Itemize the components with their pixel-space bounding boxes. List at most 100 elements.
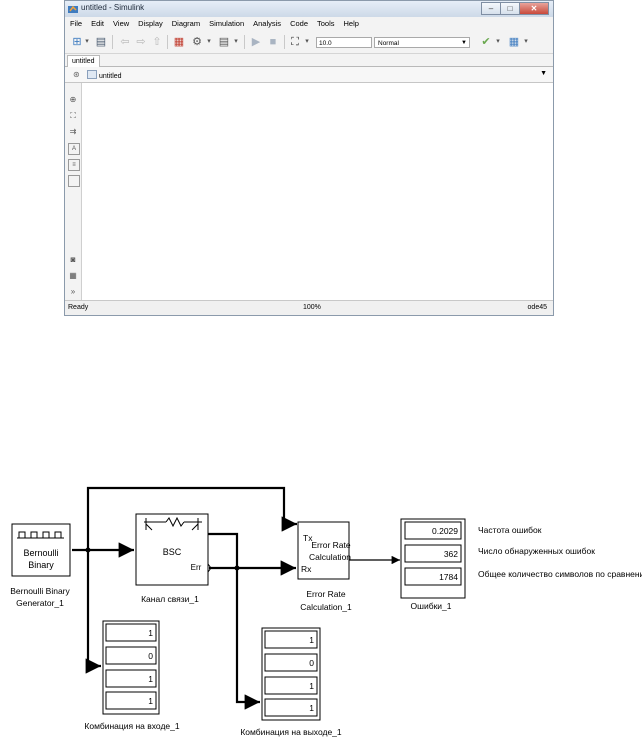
stop-icon[interactable]: ■ (269, 36, 277, 48)
update-dropdown-icon[interactable]: ▾ (496, 38, 500, 45)
port-tx: Tx (303, 533, 313, 543)
menu-edit[interactable]: Edit (91, 19, 105, 28)
menu-code[interactable]: Code (290, 19, 308, 28)
display-value: 362 (444, 549, 458, 559)
branch-point-gen (85, 547, 91, 553)
simulation-mode-value: Normal (378, 40, 399, 47)
build-dropdown-icon[interactable]: ▾ (524, 38, 528, 45)
simulink-logo-icon (68, 5, 78, 13)
update-diagram-icon[interactable]: ✔ (481, 36, 491, 48)
bsc-err-port: Err (191, 563, 202, 572)
scope-icon[interactable]: ⛶ (291, 36, 299, 48)
menu-view[interactable]: View (113, 19, 130, 28)
menu-diagram[interactable]: Diagram (171, 19, 201, 28)
display-value: 1 (148, 628, 153, 638)
image-icon[interactable]: ≡ (68, 159, 80, 171)
output-display-block[interactable]: 1 0 1 1 (261, 627, 321, 721)
menu-tools[interactable]: Tools (317, 19, 335, 28)
model-explorer-icon[interactable]: ▤ (218, 36, 230, 48)
solver-name: ode45 (527, 304, 547, 311)
error-rate-caption-2: Calculation_1 (300, 602, 352, 612)
address-bar: ⊛ untitled ▼ (65, 67, 553, 83)
hide-browser-icon[interactable]: ⊛ (73, 70, 80, 79)
bsc-caption: Канал связи_1 (141, 594, 199, 604)
output-display-caption: Комбинация на выходе_1 (240, 727, 342, 737)
simulink-window: untitled - Simulink – □ ✕ File Edit View… (64, 0, 554, 316)
area-icon[interactable] (68, 175, 80, 187)
menu-bar: File Edit View Display Diagram Simulatio… (65, 18, 553, 30)
build-icon[interactable]: ▦ (508, 36, 520, 48)
display-value: 1 (309, 703, 314, 713)
resistor-icon (144, 516, 202, 531)
expand-icon[interactable]: » (70, 287, 76, 296)
stop-time-input[interactable]: 10.0 (316, 37, 372, 48)
menu-help[interactable]: Help (343, 19, 359, 28)
display-value: 0.2029 (432, 526, 458, 536)
error-rate-label-2: Calculation (309, 552, 351, 562)
title-bar: untitled - Simulink – □ ✕ (65, 1, 553, 17)
scope-dropdown-icon[interactable]: ▾ (305, 38, 309, 45)
explorer-dropdown-icon[interactable]: ▾ (234, 38, 238, 45)
bernoulli-caption-2: Generator_1 (16, 598, 64, 608)
menu-analysis[interactable]: Analysis (253, 19, 282, 28)
menu-simulation[interactable]: Simulation (209, 19, 245, 28)
branch-point-bsc (234, 565, 240, 571)
simulation-mode-select[interactable]: Normal ▼ (374, 37, 470, 48)
annotation-error-rate: Частота ошибок (478, 525, 542, 535)
breadcrumb[interactable]: untitled (87, 70, 122, 80)
arrow-icon[interactable]: ⇉ (69, 127, 77, 136)
bernoulli-generator-block[interactable]: Bernoulli Binary (11, 523, 71, 577)
diagram-svg: Bernoulli Binary Bernoulli Binary Genera… (10, 486, 466, 737)
tab-untitled[interactable]: untitled (67, 55, 100, 67)
zoom-level: 100% (303, 304, 321, 311)
window-title: untitled - Simulink (81, 3, 145, 12)
save-icon[interactable]: ▤ (95, 36, 107, 48)
chevron-down-icon: ▼ (461, 40, 467, 46)
menu-display[interactable]: Display (138, 19, 163, 28)
error-rate-caption-1: Error Rate (306, 589, 345, 599)
display-value: 0 (309, 658, 314, 668)
fit-view-icon[interactable]: ⛶ (70, 111, 76, 120)
property-icon[interactable]: ▦ (69, 271, 77, 280)
signal-gen-to-tx (86, 486, 297, 550)
display-value: 0 (148, 651, 153, 661)
address-dropdown-icon[interactable]: ▼ (540, 70, 547, 77)
model-canvas[interactable] (82, 83, 553, 300)
maximize-button[interactable]: □ (500, 2, 520, 15)
input-display-block[interactable]: 1 0 1 1 (102, 620, 160, 715)
run-icon[interactable]: ▶ (251, 36, 261, 48)
new-model-icon[interactable]: ⊞ (72, 36, 82, 48)
model-settings-icon[interactable]: ⚙ (192, 36, 202, 48)
annotation-symbol-count: Общее количество символов по сравнению (478, 569, 642, 579)
up-icon[interactable]: ⇧ (152, 36, 162, 48)
display-value: 1 (148, 674, 153, 684)
minimize-button[interactable]: – (481, 2, 501, 15)
close-button[interactable]: ✕ (519, 2, 549, 15)
display-value: 1 (148, 696, 153, 706)
model-icon (87, 70, 97, 79)
port-rx: Rx (301, 564, 312, 574)
new-dropdown-icon[interactable]: ▾ (85, 38, 89, 45)
input-display-caption: Комбинация на входе_1 (84, 721, 179, 731)
bernoulli-label-2: Binary (28, 560, 54, 570)
toolbar: ⊞ ▾ ▤ ⇦ ⇨ ⇧ ▦ ⚙ ▾ ▤ ▾ ▶ ■ ⛶ ▾ 10.0 Norma… (65, 31, 553, 54)
errors-display-block[interactable]: 0.2029 362 1784 (400, 518, 466, 599)
forward-icon[interactable]: ⇨ (136, 36, 146, 48)
signal-lines (72, 486, 400, 710)
back-icon[interactable]: ⇦ (120, 36, 130, 48)
menu-file[interactable]: File (70, 19, 83, 28)
bsc-channel-block[interactable]: BSC Err (135, 513, 212, 586)
settings-dropdown-icon[interactable]: ▾ (207, 38, 211, 45)
screenshot-icon[interactable]: ◙ (70, 255, 76, 264)
errors-display-caption: Ошибки_1 (411, 601, 452, 611)
breadcrumb-model: untitled (99, 73, 122, 80)
bernoulli-caption-1: Bernoulli Binary (10, 586, 70, 596)
display-value: 1 (309, 635, 314, 645)
tool-palette: ⊕ ⛶ ⇉ A ≡ ◙ ▦ » (65, 83, 82, 300)
model-diagram: Bernoulli Binary Bernoulli Binary Genera… (0, 470, 642, 741)
zoom-icon[interactable]: ⊕ (69, 95, 77, 104)
library-browser-icon[interactable]: ▦ (173, 36, 185, 48)
error-rate-block[interactable]: Tx Rx Error Rate Calculation (297, 521, 351, 580)
annotation-icon[interactable]: A (68, 143, 80, 155)
display-value: 1784 (439, 572, 458, 582)
